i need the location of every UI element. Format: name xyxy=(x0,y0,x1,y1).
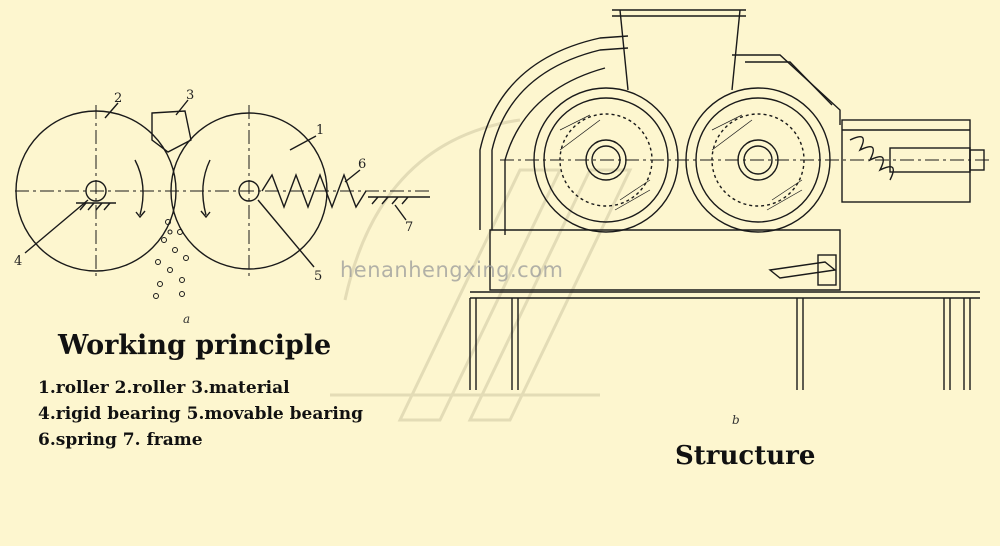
legend-line-3: 6.spring 7. frame xyxy=(38,430,203,450)
caption-b: b xyxy=(732,413,740,427)
structure-title: Structure xyxy=(675,441,816,471)
callout-2: 2 xyxy=(114,91,122,106)
structure-spring xyxy=(849,136,894,181)
callout-7: 7 xyxy=(405,220,413,235)
legend-line-1: 1.roller 2.roller 3.material xyxy=(38,378,290,398)
callout-1: 1 xyxy=(316,123,324,138)
callout-4: 4 xyxy=(14,254,22,269)
housing xyxy=(479,35,629,230)
caption-a: a xyxy=(183,312,190,326)
callout-3: 3 xyxy=(186,88,194,103)
legend-line-2: 4.rigid bearing 5.movable bearing xyxy=(38,404,364,424)
working-principle-title: Working principle xyxy=(58,330,332,361)
spring-housing xyxy=(841,119,971,203)
callout-5: 5 xyxy=(314,269,322,284)
callout-6: 6 xyxy=(358,157,366,172)
hopper xyxy=(612,9,746,91)
base-frame xyxy=(489,229,841,291)
watermark-text: henanhengxing.com xyxy=(340,258,564,282)
spring xyxy=(261,173,367,209)
